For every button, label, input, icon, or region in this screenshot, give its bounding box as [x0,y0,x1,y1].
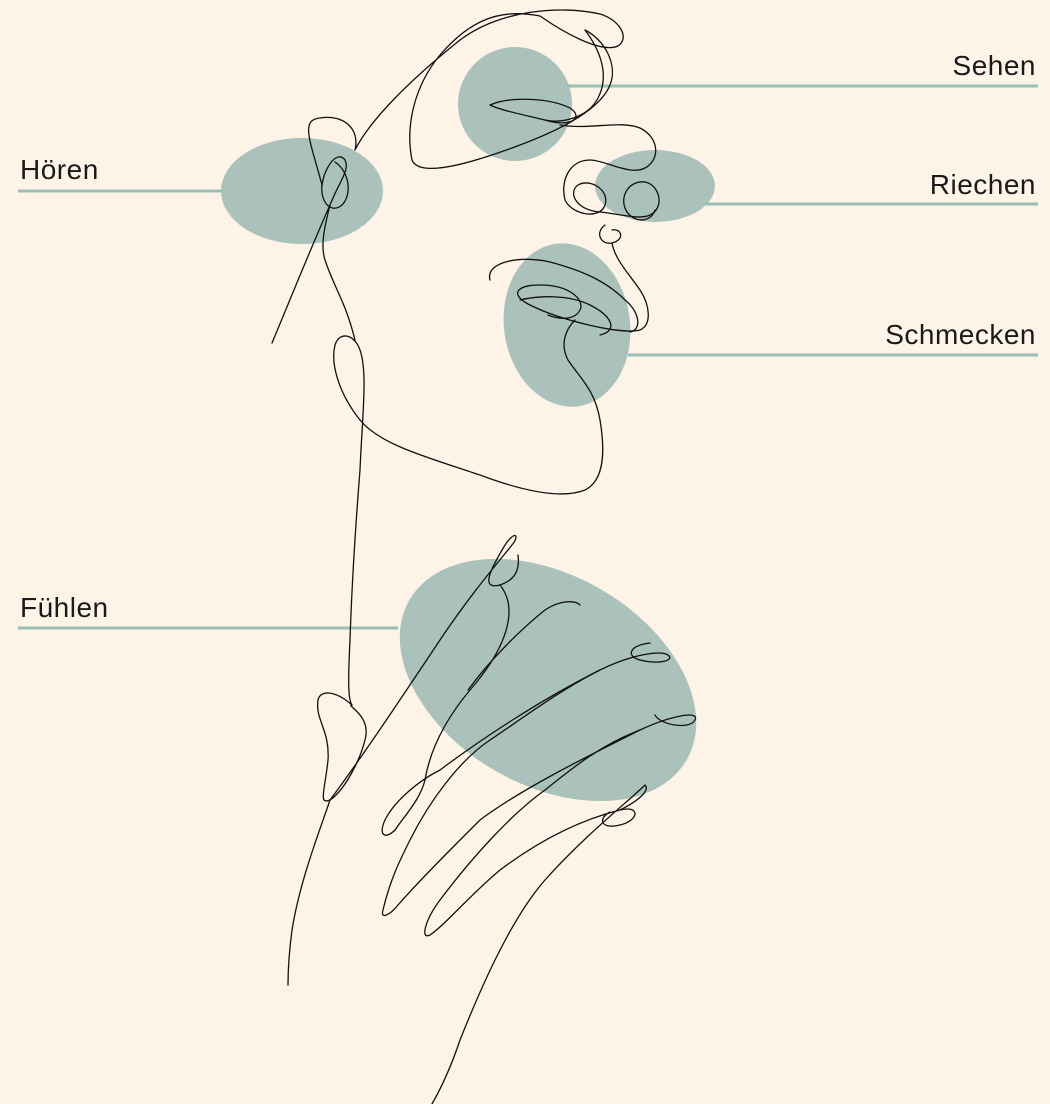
hand-region [357,509,739,851]
label-hoeren: Hören [20,156,99,184]
label-schmecken: Schmecken [885,321,1036,349]
mouth-region [493,235,641,415]
ear-region [221,138,383,244]
eye-region [458,47,572,161]
label-fuehlen: Fühlen [20,594,109,622]
label-riechen: Riechen [930,171,1036,199]
label-sehen: Sehen [953,52,1036,80]
